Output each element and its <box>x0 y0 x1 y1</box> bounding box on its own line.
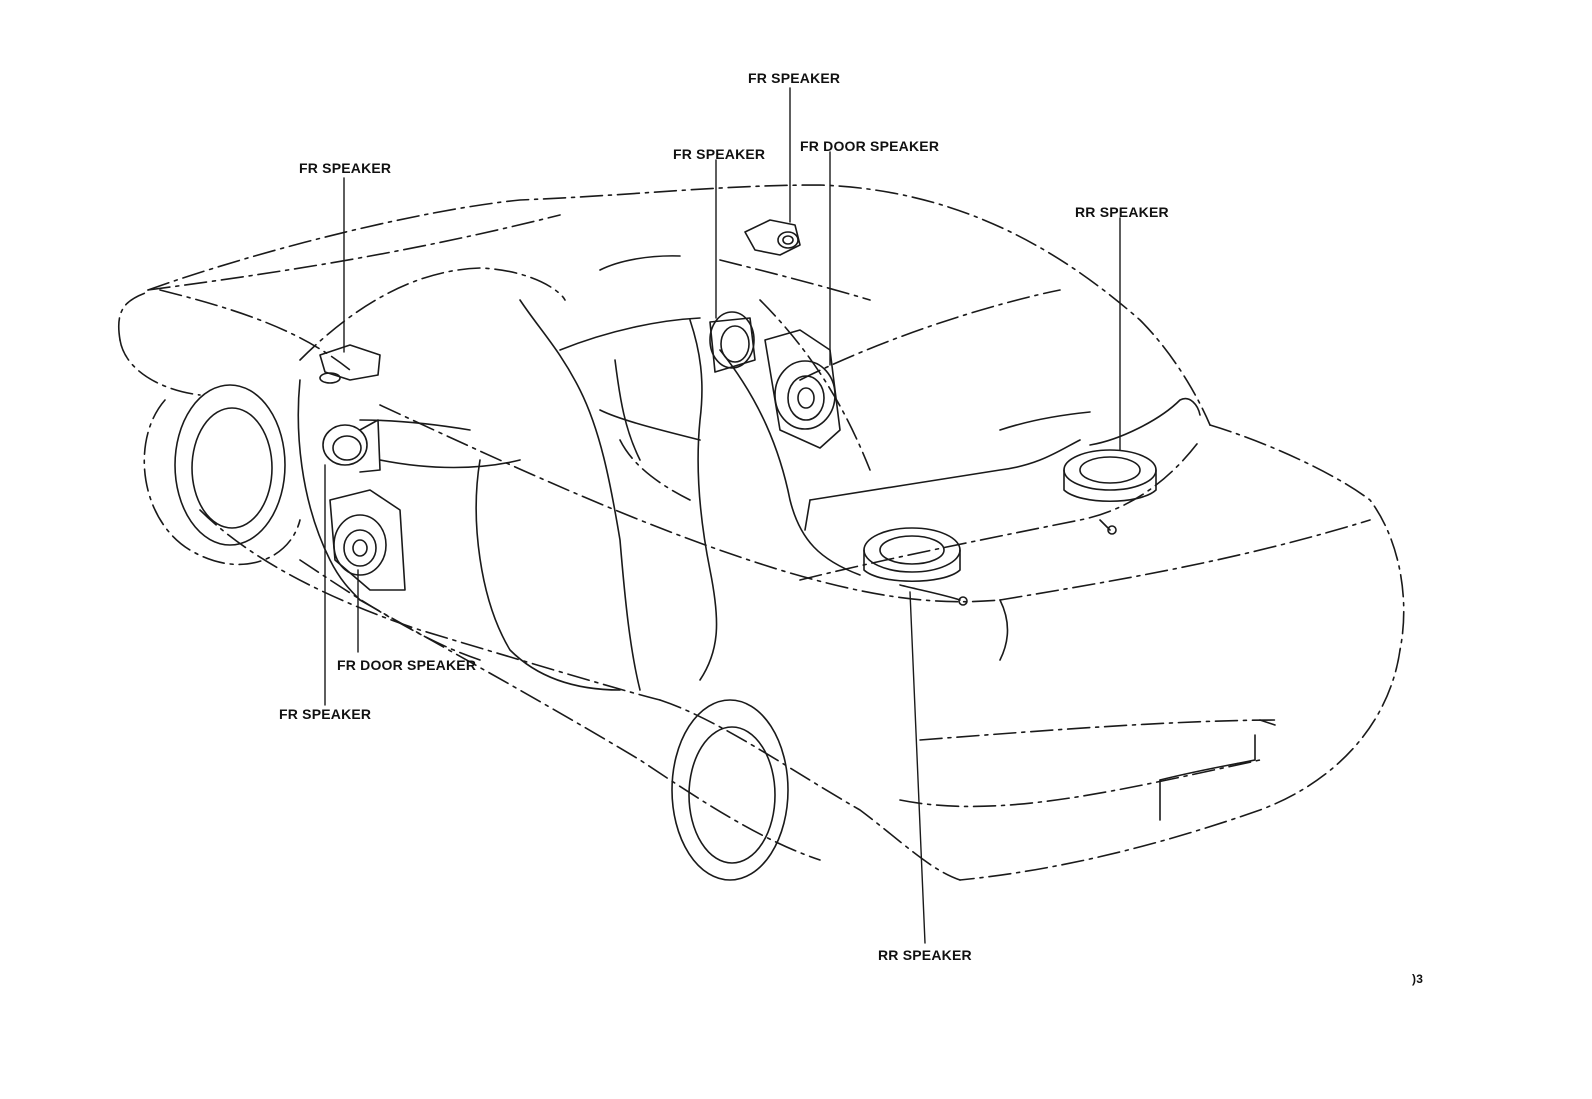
label-fr-speaker-left-top: FR SPEAKER <box>299 160 392 176</box>
leader-lines <box>324 87 1121 944</box>
rr-speaker-bottom-icon <box>863 527 968 606</box>
fr-door-speaker-right-icon <box>764 329 841 449</box>
label-fr-door-speaker-left: FR DOOR SPEAKER <box>337 657 477 673</box>
label-fr-speaker-left-bottom: FR SPEAKER <box>279 706 372 722</box>
fr-door-speaker-left-icon <box>329 489 406 591</box>
fr-speaker-pillar-icon <box>709 311 756 373</box>
fr-speaker-dash-left-icon <box>319 344 381 384</box>
fr-speaker-dash-top-icon <box>744 219 801 256</box>
label-fr-speaker-top: FR SPEAKER <box>748 70 841 86</box>
rr-speaker-right-icon <box>1063 449 1157 535</box>
car-body-solid-lines <box>174 255 1276 881</box>
label-fr-speaker-mid: FR SPEAKER <box>673 146 766 162</box>
fr-speaker-left-tweeter-icon <box>322 419 381 473</box>
label-rr-speaker-right: RR SPEAKER <box>1075 204 1169 220</box>
label-rr-speaker-bottom: RR SPEAKER <box>878 947 972 963</box>
label-fr-door-speaker-right: FR DOOR SPEAKER <box>800 138 940 154</box>
figure-code: )3 <box>1412 972 1424 986</box>
car-body-outline <box>118 184 1405 881</box>
